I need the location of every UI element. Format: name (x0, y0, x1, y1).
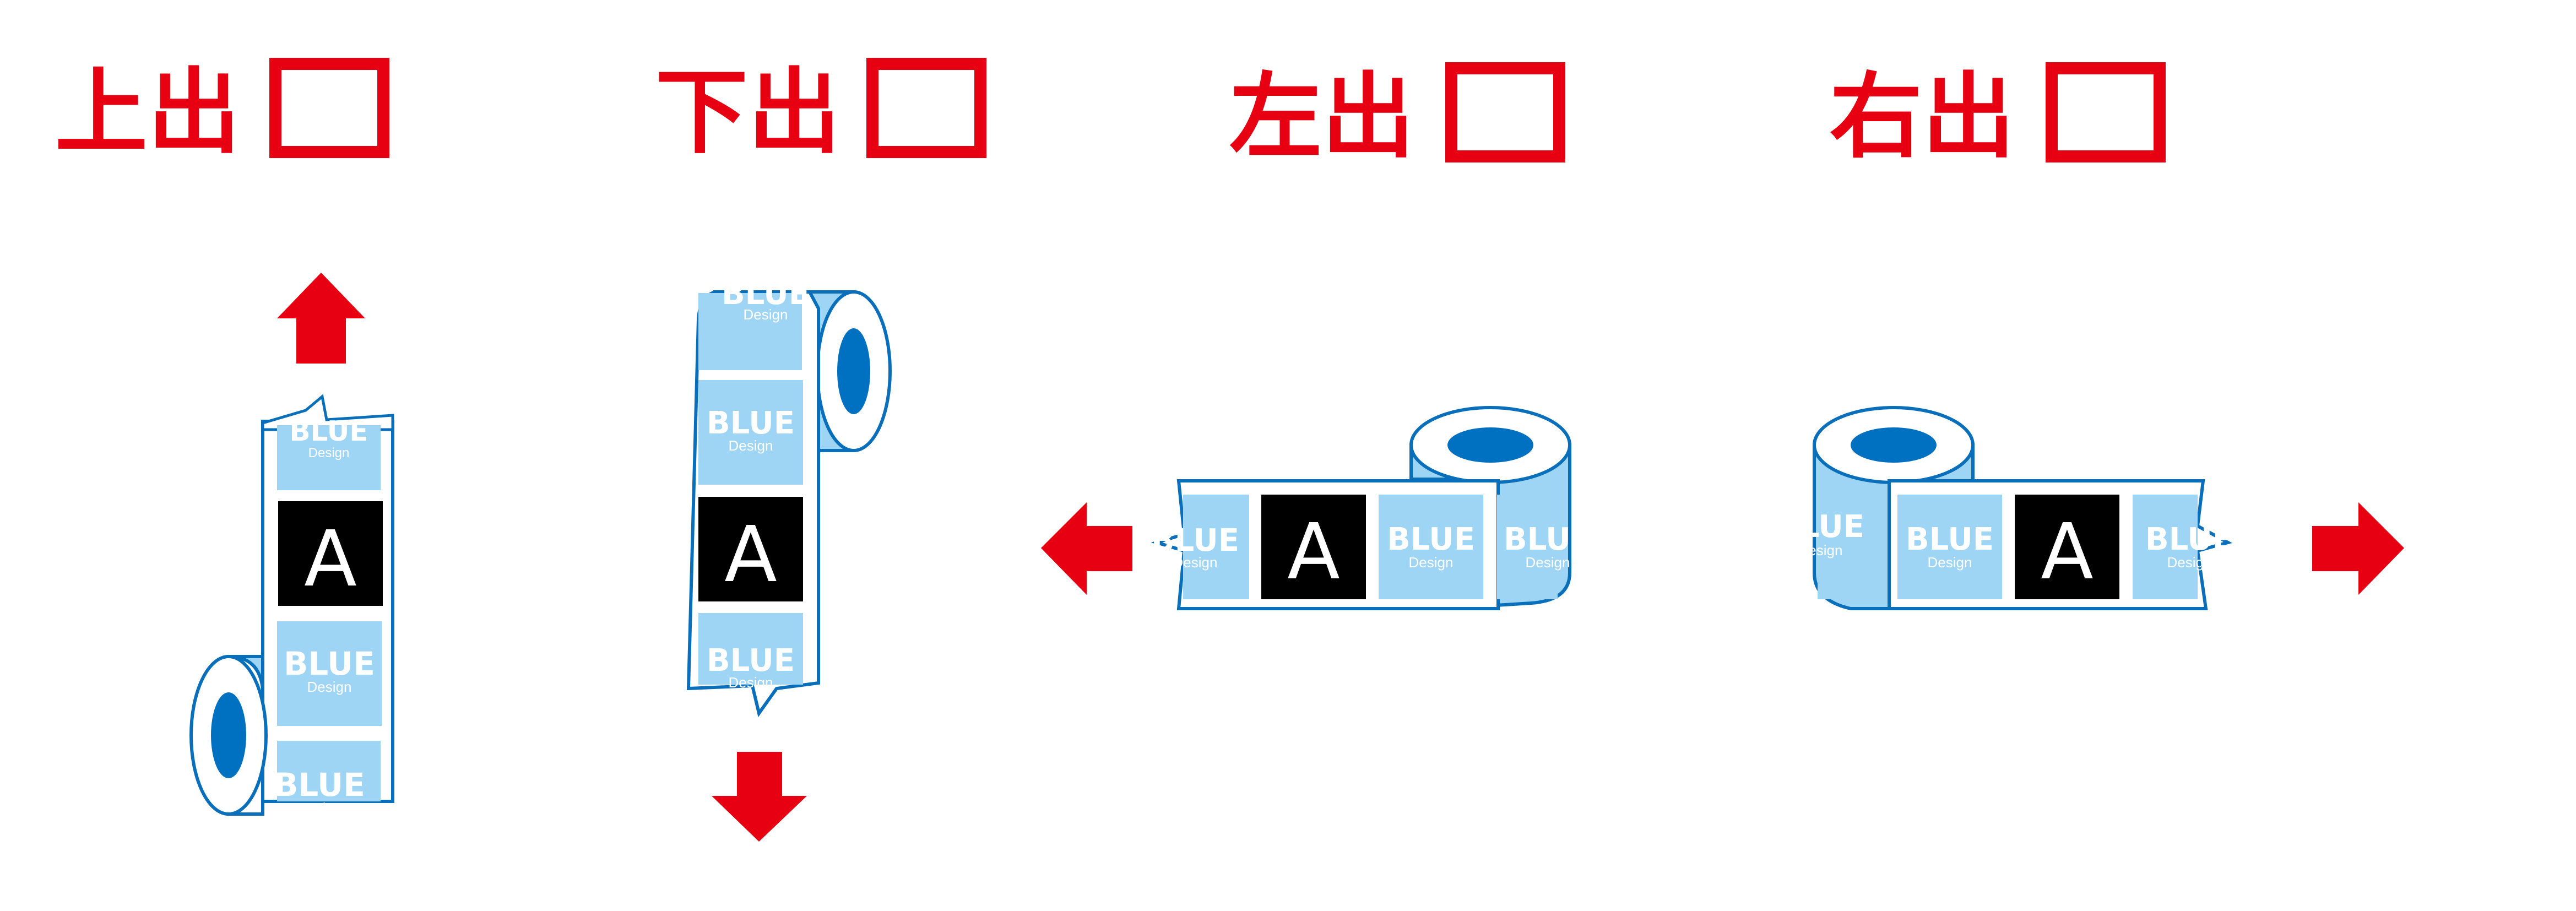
panel-up-title: 上出 (55, 58, 240, 166)
panel-right-label-3 (2015, 495, 2119, 599)
panel-down-label-1-blue: BLUE (722, 276, 810, 312)
panel-down-label-2-design: Design (729, 437, 773, 454)
arrow-up-icon (277, 273, 365, 364)
panel-left: 左出 BLUE Design A BLUE Design BLUE Design (1041, 62, 1592, 610)
panel-up-label-1-design: Design (308, 446, 350, 460)
panel-left-label-1 (1183, 495, 1249, 599)
panel-down-label-4-blue: BLUE (707, 643, 795, 679)
panel-down-label-3-letter: A (724, 510, 777, 600)
panel-down-title-box (866, 58, 986, 158)
panel-right-label-4-design: Design (2167, 554, 2212, 571)
panel-right-label-4 (2133, 495, 2198, 599)
panel-up-title-box (269, 58, 389, 158)
panel-left-label-3-design: Design (1409, 554, 1454, 571)
panel-up-label-4-design: Design (297, 800, 342, 816)
panel-right-label-3-letter: A (2041, 507, 2094, 597)
panel-left-roll-core (1447, 427, 1533, 463)
panel-down-label-1 (698, 293, 802, 370)
panel-left-label-4-blue: BLUE (1504, 522, 1592, 557)
panel-down-roll-core (837, 328, 870, 414)
panel-left-label-2-letter: A (1287, 507, 1340, 597)
panel-up-label-1 (277, 425, 381, 490)
panel-down-label-3 (698, 497, 803, 601)
panel-left-label-1-blue: BLUE (1151, 523, 1239, 558)
panel-right-title: 右出 (1830, 63, 2015, 171)
panel-right-title-box (2046, 62, 2166, 162)
panel-up-roll-core (211, 692, 246, 778)
panel-left-label-1-design: Design (1173, 554, 1218, 571)
panel-right-label-2 (1897, 495, 2002, 599)
panel-up-label-3 (277, 621, 382, 726)
panel-right-label-4-blue: BLUE (2145, 522, 2233, 557)
arrow-left-icon (1041, 502, 1132, 595)
panel-right: 右出 BLUE Design BLUE Design A BLUE Design (1776, 62, 2404, 610)
panel-left-label-4-design: Design (1526, 554, 1570, 571)
panel-left-label-3 (1379, 495, 1483, 599)
panel-down-label-4 (698, 613, 803, 685)
panel-right-label-1 (1818, 495, 1886, 599)
panel-up-label-2 (278, 501, 383, 606)
arrow-right-icon (2312, 502, 2404, 595)
panel-right-roll-core (1851, 427, 1937, 463)
panel-up-label-3-blue: BLUE (284, 645, 375, 682)
panel-up-label-4 (277, 741, 381, 801)
panel-down-label-2 (698, 380, 803, 485)
panel-left-label-4 (1497, 495, 1558, 599)
panel-left-title-box (1445, 62, 1565, 162)
panel-right-label-2-blue: BLUE (1906, 522, 1994, 557)
panel-up-label-4-blue: BLUE (274, 766, 365, 804)
panel-up-label-1-blue: BLUE (290, 415, 368, 447)
panel-up: 上出 BLUE Design A BLUE Design BLUE Design (55, 58, 394, 816)
panel-right-label-1-blue: BLUE (1776, 509, 1864, 545)
panel-left-label-3-blue: BLUE (1387, 522, 1475, 557)
panel-down-label-1-design: Design (744, 306, 788, 323)
panel-down-label-2-blue: BLUE (707, 405, 795, 441)
panel-left-label-2 (1261, 495, 1366, 599)
panel-down: 下出 BLUE Design BLUE Design A BLUE Design (655, 58, 986, 842)
panel-up-label-3-design: Design (307, 679, 352, 695)
panel-up-label-2-letter: A (304, 514, 357, 604)
panel-right-label-1-design: Design (1798, 542, 1843, 558)
panel-down-title: 下出 (655, 58, 840, 166)
arrow-down-icon (712, 752, 807, 842)
panel-down-label-4-design: Design (729, 674, 773, 691)
panel-right-label-2-design: Design (1928, 554, 1972, 571)
panel-left-title: 左出 (1229, 63, 1414, 171)
